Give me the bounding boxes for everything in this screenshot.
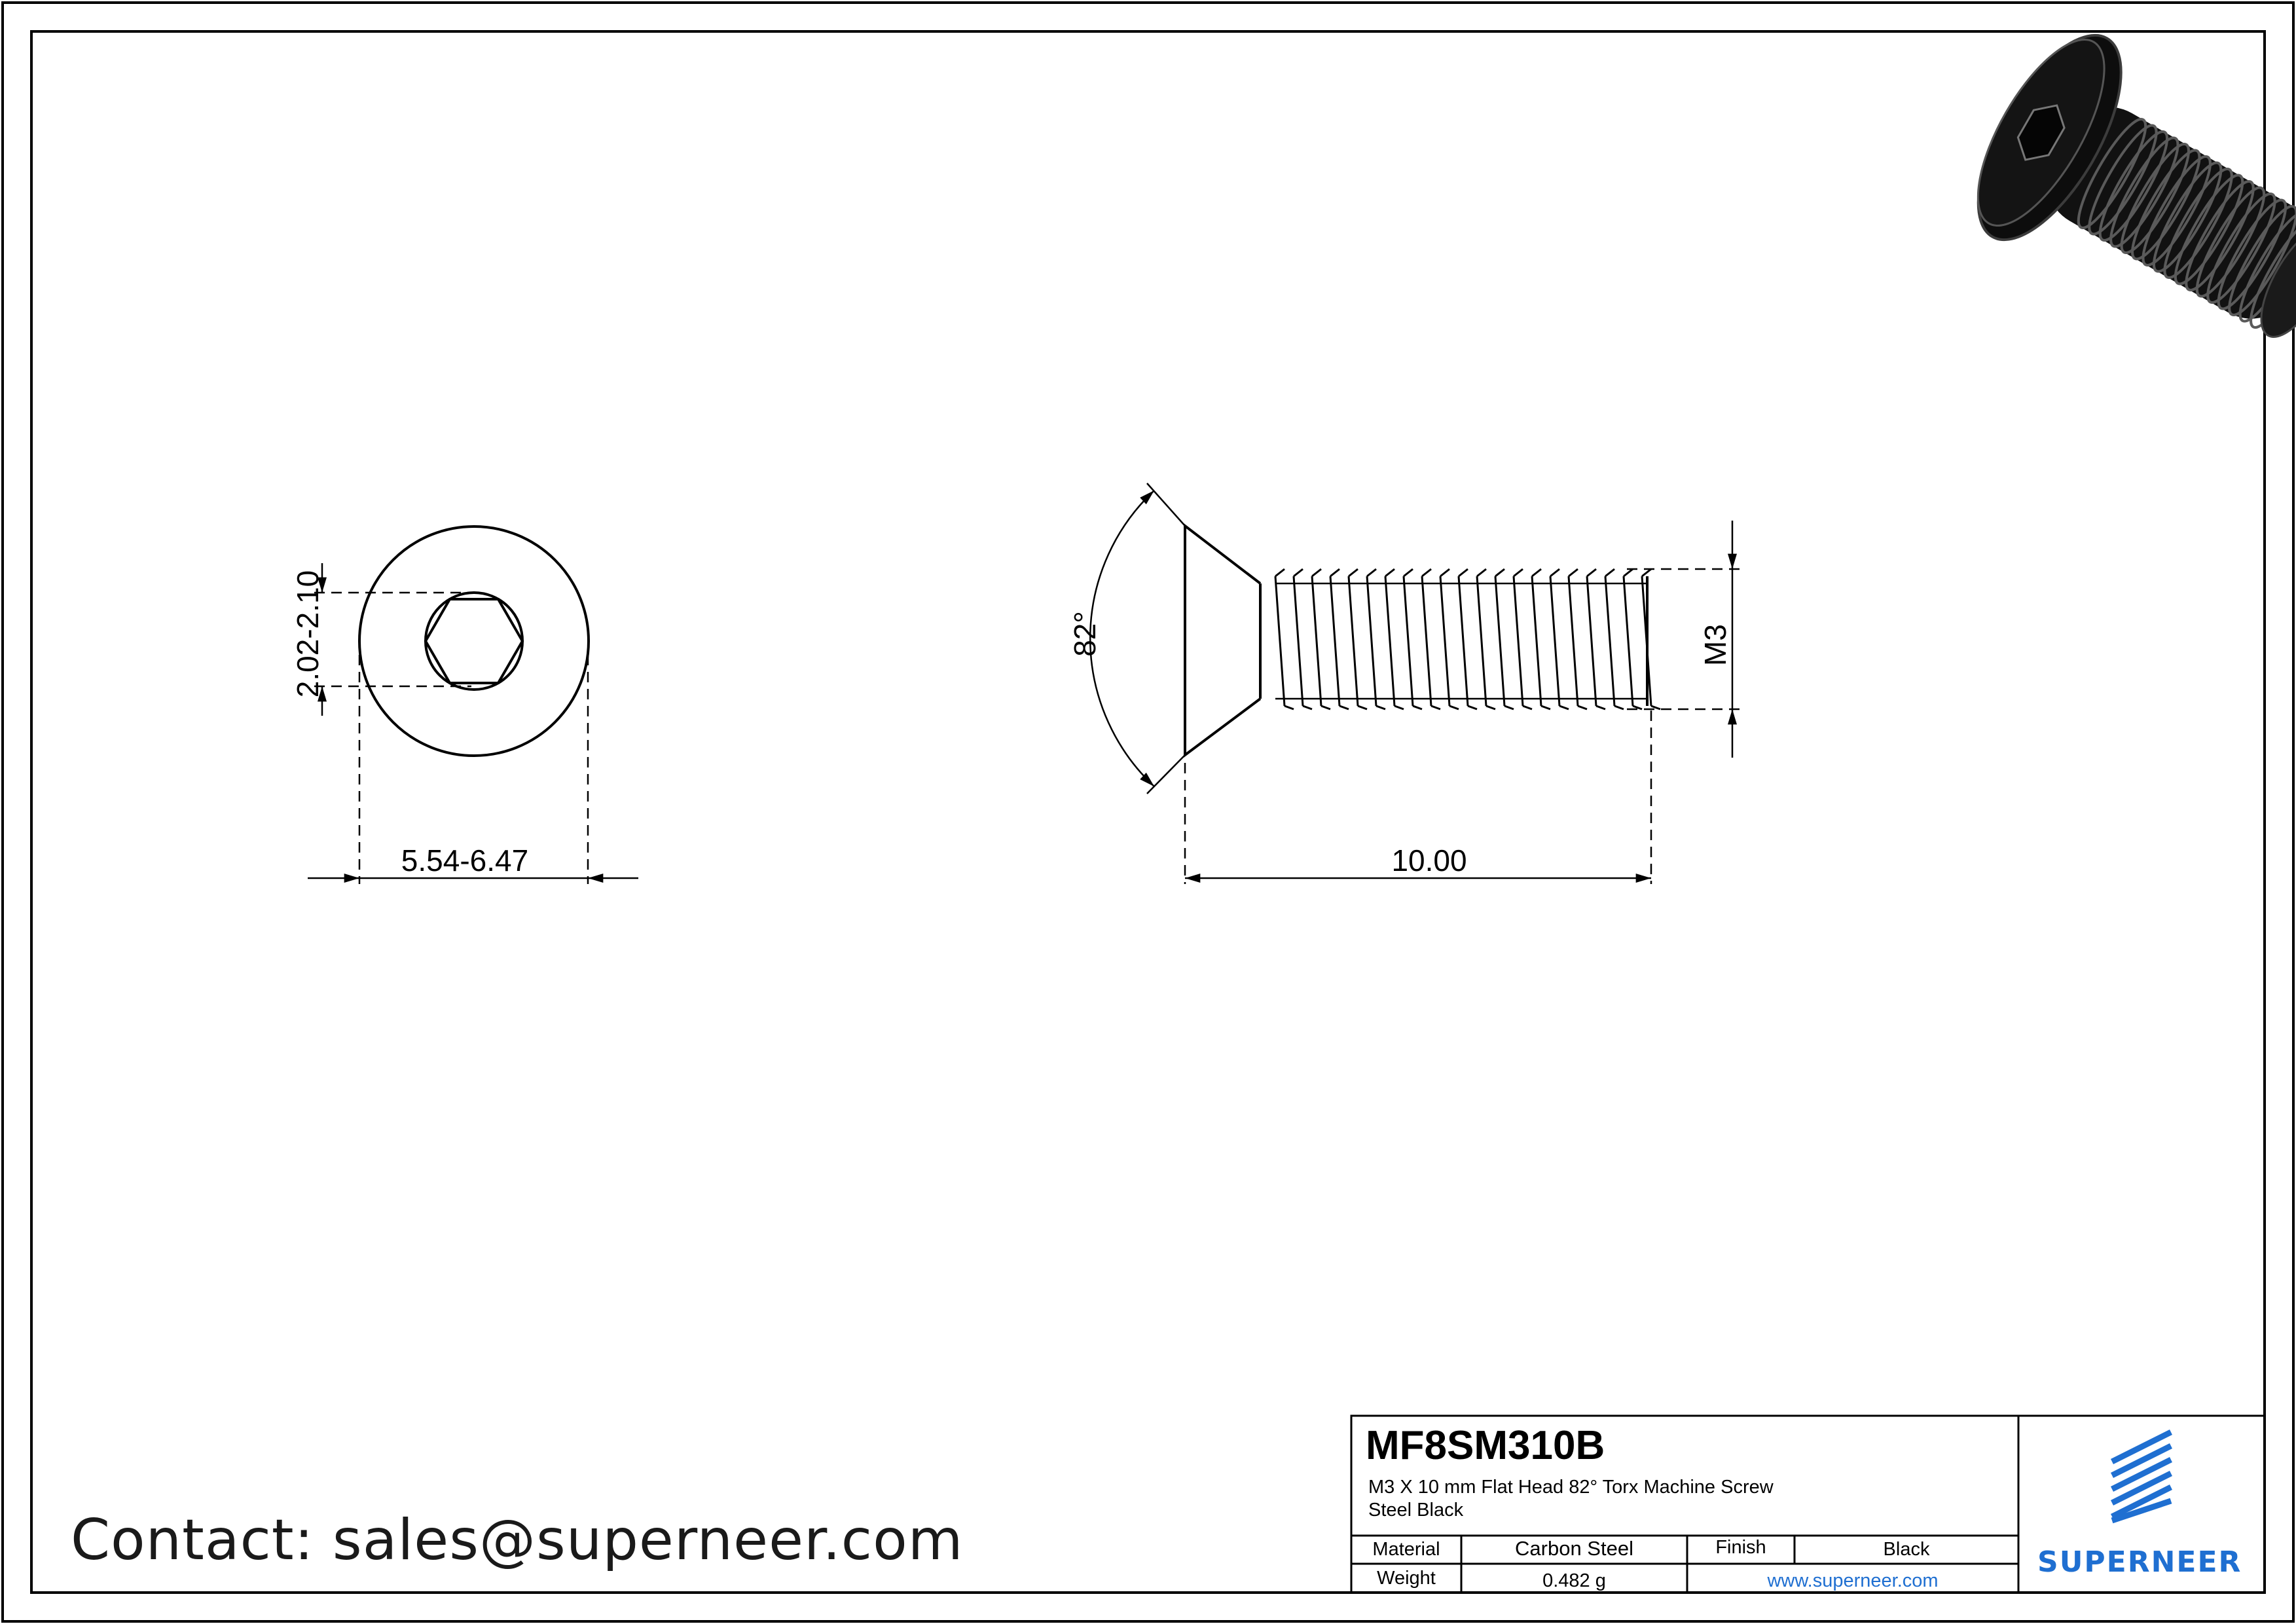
thread-crest [1549,568,1569,710]
render-thread-ring [2109,136,2179,248]
end-view-socket-circle [424,591,524,691]
material-value: Carbon Steel [1515,1537,1633,1560]
thread-crest [1439,568,1459,710]
finish-label: Finish [1715,1537,1766,1558]
head-diameter-dimension: 5.54-6.47 [401,843,528,877]
brand-name: SUPERNEER [2037,1545,2242,1579]
render-thread-ring [2088,124,2158,236]
screw-3d-render-icon [1977,33,2296,338]
finish-value: Black [1883,1539,1930,1560]
render-thread-ring [2228,204,2296,317]
thread-crest [1512,568,1533,710]
end-view-hex-socket [424,598,524,684]
render-thread-ring [2077,117,2147,230]
thread-crest [1567,568,1588,710]
length-dimension: 10.00 [1391,843,1467,877]
side-view-dimensions [1089,483,1741,884]
thread-crest [1329,568,1349,710]
thread-crest [1622,568,1643,710]
thread-crest [1586,568,1606,710]
side-view [1184,523,1649,758]
render-thread-ring [2174,174,2244,286]
thread-crest [1641,568,1661,710]
render-thread-ring [2206,192,2276,304]
render-thread-ring [2141,155,2212,267]
website-link[interactable]: www.superneer.com [1767,1570,1939,1591]
socket-size-dimension: 2.02-2.10 [291,570,325,697]
superneer-logo-icon [2110,1429,2173,1524]
render-thread-ring [2195,186,2266,298]
description-line-1: M3 X 10 mm Flat Head 82° Torx Machine Sc… [1368,1477,1774,1498]
thread-crest [1366,568,1386,710]
sheet-inner-border [30,30,2266,1594]
end-view-head-circle [358,525,590,757]
head-angle-arc [1089,490,1155,787]
render-thread-ring [2098,130,2169,242]
thread-crest [1311,568,1331,710]
material-label: Material [1372,1539,1440,1560]
thread-crest [1292,568,1313,710]
description-line-2: Steel Black [1368,1500,1464,1521]
end-view [358,525,590,757]
thread-crest [1347,568,1368,710]
thread-crest [1531,568,1551,710]
contact-email: Contact: sales@superneer.com [71,1507,964,1573]
render-thread-ring [2185,179,2255,292]
thread-crest [1384,568,1404,710]
weight-label: Weight [1377,1568,1436,1589]
render-thread-ring [2120,142,2190,255]
thread-crest [1604,568,1624,710]
render-thread-ring [2131,149,2201,261]
head-angle-dimension: 82° [1068,611,1102,657]
part-description: M3 X 10 mm Flat Head 82° Torx Machine Sc… [1368,1476,1774,1522]
thread-crest [1274,568,1294,710]
title-block [1350,1414,2266,1594]
thread-size-dimension: M3 [1698,624,1732,666]
thread-crest [1421,568,1441,710]
end-view-dimensions [308,563,638,884]
screw-head-profile [1184,523,1262,758]
part-number: MF8SM310B [1366,1423,1605,1468]
weight-value: 0.482 g [1542,1570,1606,1591]
thread-crest [1402,568,1423,710]
thread-crest [1494,568,1514,710]
render-thread-ring [2250,217,2296,329]
render-thread-ring [2217,198,2287,310]
render-thread-ring [2152,161,2223,273]
thread-crest [1476,568,1496,710]
screw-threads [1274,568,1661,710]
thread-crest [1457,568,1478,710]
